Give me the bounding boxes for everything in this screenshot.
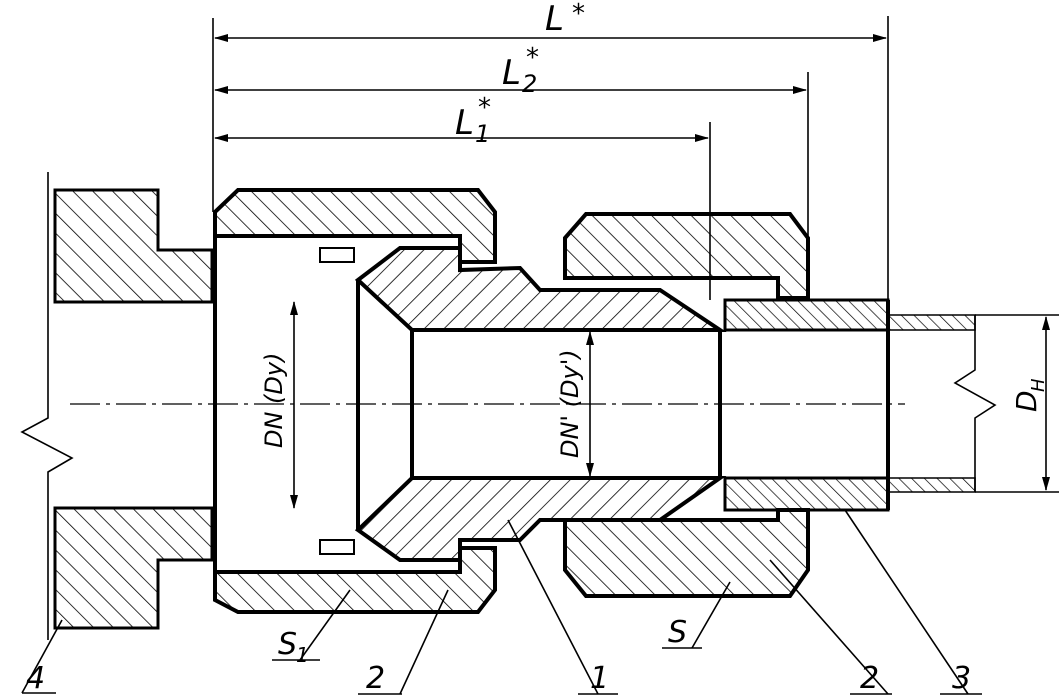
right-nut-part-2	[563, 212, 810, 598]
label-L: L	[545, 0, 564, 39]
callout-3: 3	[952, 661, 971, 696]
label-DH-sub: H	[1028, 378, 1049, 392]
union-body-part-1	[319, 246, 727, 562]
label-DN-prime: DN' (Dy')	[556, 349, 584, 458]
label-L-star: *	[572, 0, 585, 29]
label-DH: D	[1010, 390, 1043, 412]
pipe-part-3	[723, 298, 997, 512]
label-L2-star: *	[526, 43, 539, 73]
label-L1: L	[455, 103, 474, 143]
label-L2-sub: 2	[522, 70, 537, 98]
callout-s1: S	[278, 627, 297, 662]
left-nut-part-2	[213, 188, 497, 614]
leader-lines	[21, 509, 982, 695]
housing-part-4	[20, 172, 214, 640]
callout-s: S	[668, 615, 687, 650]
label-L2: L	[502, 53, 521, 93]
callout-2-left: 2	[366, 661, 385, 696]
callout-4: 4	[26, 661, 45, 696]
callout-s1-sub: 1	[296, 643, 309, 667]
label-DN: DN (Dy)	[260, 353, 288, 448]
label-L1-star: *	[478, 93, 491, 123]
callout-2-right: 2	[860, 661, 879, 696]
callout-1: 1	[590, 661, 609, 696]
label-L1-sub: 1	[475, 120, 490, 148]
